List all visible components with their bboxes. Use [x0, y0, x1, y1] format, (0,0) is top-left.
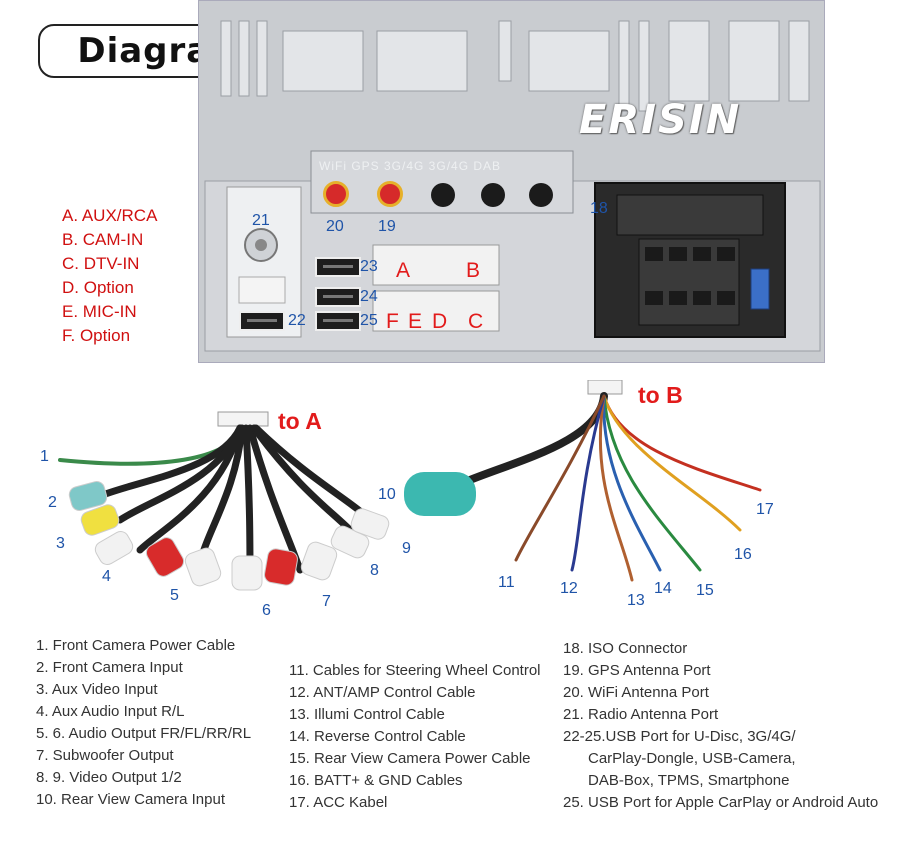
cable-number-16: 16 [734, 546, 752, 564]
cable-number-4: 4 [102, 568, 111, 586]
port-letter-a: A [396, 259, 410, 283]
to-b-label: to B [638, 382, 683, 409]
wifi-antenna-port [323, 181, 349, 207]
description-item: 22-25.USB Port for U-Disc, 3G/4G/ [563, 726, 878, 748]
cable-number-17: 17 [756, 501, 774, 519]
description-item: 25. USB Port for Apple CarPlay or Androi… [563, 792, 878, 814]
label-18: 18 [590, 200, 608, 218]
connector-legend: A. AUX/RCA B. CAM-IN C. DTV-IN D. Option… [62, 204, 157, 348]
cable-number-5: 5 [170, 587, 179, 605]
usb-port-22 [239, 311, 285, 331]
device-back-panel: ERISIN WiFi GPS 3G/4G 3G/4G DAB [198, 0, 825, 363]
cable-number-12: 12 [560, 580, 578, 598]
description-item: 17. ACC Kabel [289, 792, 541, 814]
description-item: DAB-Box, TPMS, Smartphone [563, 770, 878, 792]
description-item: 18. ISO Connector [563, 638, 878, 660]
description-item: 14. Reverse Control Cable [289, 726, 541, 748]
cable-number-11: 11 [498, 574, 515, 592]
label-23: 23 [360, 258, 378, 276]
cable-number-3: 3 [56, 535, 65, 553]
blank-port-2 [481, 183, 505, 207]
legend-item: E. MIC-IN [62, 300, 157, 324]
cable-number-10: 10 [378, 486, 396, 504]
legend-item: A. AUX/RCA [62, 204, 157, 228]
cable-harness-drawing [0, 380, 900, 620]
description-item: 3. Aux Video Input [36, 679, 251, 701]
harness-b [404, 380, 760, 580]
cable-number-6: 6 [262, 602, 271, 620]
description-item: 4. Aux Audio Input R/L [36, 701, 251, 723]
to-a-label: to A [278, 408, 322, 435]
description-item: 12. ANT/AMP Control Cable [289, 682, 541, 704]
description-item: 15. Rear View Camera Power Cable [289, 748, 541, 770]
description-item: 13. Illumi Control Cable [289, 704, 541, 726]
label-20: 20 [326, 218, 344, 236]
legend-item: F. Option [62, 324, 157, 348]
cable-number-14: 14 [654, 580, 672, 598]
description-column-3: 18. ISO Connector 19. GPS Antenna Port 2… [563, 638, 878, 814]
description-item: 2. Front Camera Input [36, 657, 251, 679]
cable-number-1: 1 [40, 448, 49, 466]
port-letter-d: D [432, 310, 447, 334]
cable-number-8: 8 [370, 562, 379, 580]
description-column-1: 1. Front Camera Power Cable 2. Front Cam… [36, 635, 251, 811]
description-item: 5. 6. Audio Output FR/FL/RR/RL [36, 723, 251, 745]
cable-number-15: 15 [696, 582, 714, 600]
usb-port-23 [315, 257, 361, 277]
brand-logo: ERISIN [579, 97, 741, 143]
description-item: 21. Radio Antenna Port [563, 704, 878, 726]
description-item: 8. 9. Video Output 1/2 [36, 767, 251, 789]
description-item: CarPlay-Dongle, USB-Camera, [563, 748, 878, 770]
legend-item: C. DTV-IN [62, 252, 157, 276]
label-19: 19 [378, 218, 396, 236]
cable-number-7: 7 [322, 593, 331, 611]
label-22: 22 [288, 312, 306, 330]
panel-drawing [199, 1, 826, 364]
usb-port-25 [315, 311, 361, 331]
port-letter-c: C [468, 310, 483, 334]
port-print: WiFi GPS 3G/4G 3G/4G DAB [319, 159, 501, 173]
label-25: 25 [360, 312, 378, 330]
gps-antenna-port [377, 181, 403, 207]
description-item: 7. Subwoofer Output [36, 745, 251, 767]
legend-item: B. CAM-IN [62, 228, 157, 252]
label-24: 24 [360, 288, 378, 306]
port-letter-e: E [408, 310, 422, 334]
description-item: 16. BATT+ & GND Cables [289, 770, 541, 792]
description-item: 19. GPS Antenna Port [563, 660, 878, 682]
cable-number-13: 13 [627, 592, 645, 610]
cable-number-9: 9 [402, 540, 411, 558]
usb-port-24 [315, 287, 361, 307]
description-item: 1. Front Camera Power Cable [36, 635, 251, 657]
port-letter-b: B [466, 259, 480, 283]
blank-port-1 [431, 183, 455, 207]
description-item: 11. Cables for Steering Wheel Control [289, 660, 541, 682]
port-letter-f: F [386, 310, 399, 334]
label-21: 21 [252, 212, 270, 230]
description-column-2: 11. Cables for Steering Wheel Control 12… [289, 660, 541, 814]
description-item: 10. Rear View Camera Input [36, 789, 251, 811]
legend-item: D. Option [62, 276, 157, 300]
blank-port-3 [529, 183, 553, 207]
cable-number-2: 2 [48, 494, 57, 512]
description-item: 20. WiFi Antenna Port [563, 682, 878, 704]
